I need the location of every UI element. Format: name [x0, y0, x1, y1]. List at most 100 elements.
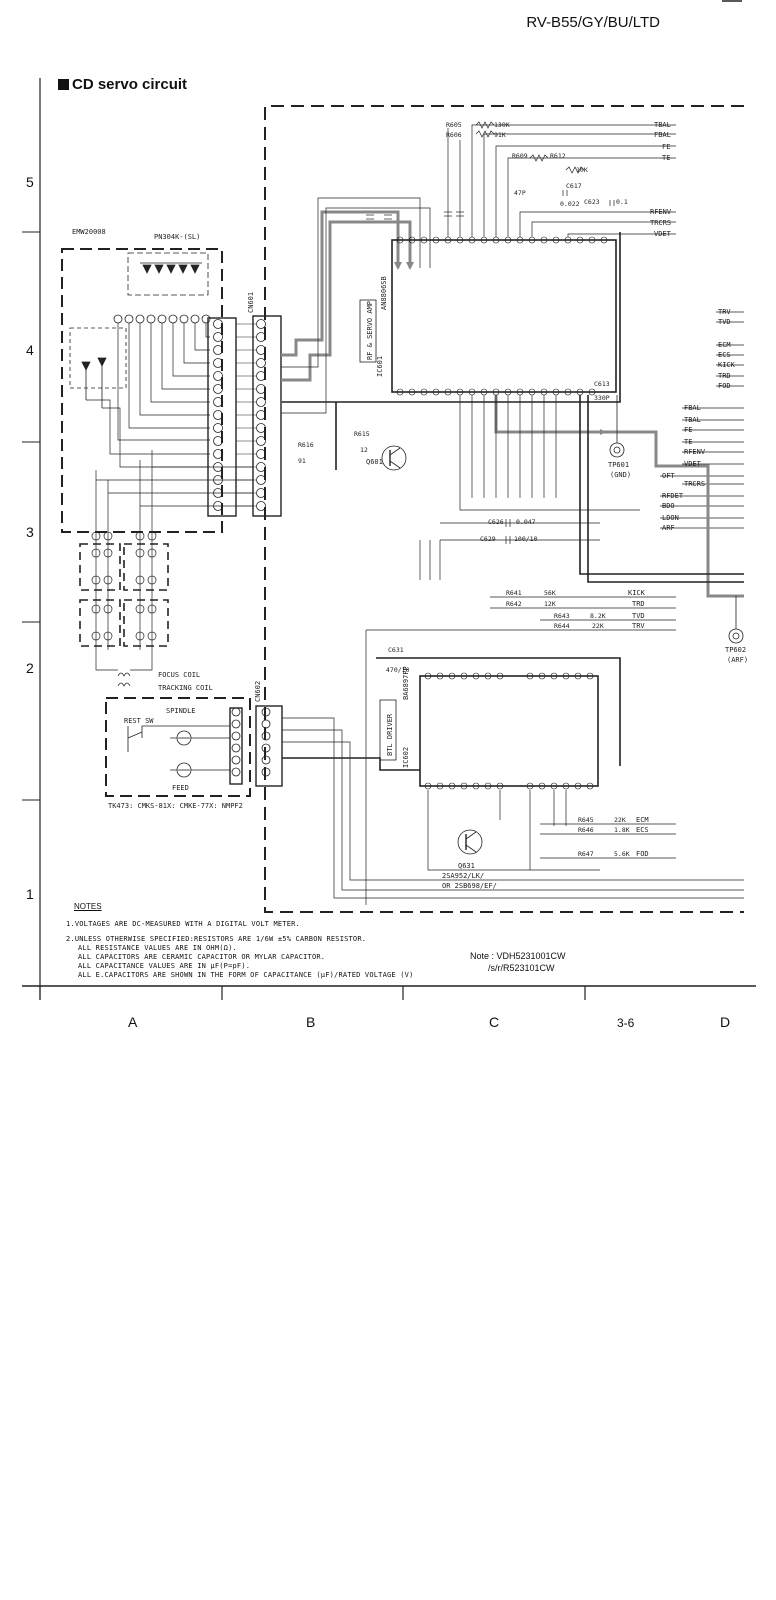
q631 — [457, 829, 483, 855]
row-number-3: 3 — [26, 524, 34, 540]
section-title-text: CD servo circuit — [72, 76, 188, 93]
sig-fbal-top: FBAL — [654, 131, 671, 139]
filter-box-1 — [79, 543, 121, 591]
cn602-pins — [261, 707, 271, 777]
focus-coil-label: FOCUS COIL — [158, 671, 200, 679]
row-number-4: 4 — [26, 342, 34, 358]
ic602-name: IC602 — [402, 747, 410, 768]
r615-label: R615 — [354, 430, 370, 438]
sig-fod: FOD — [718, 382, 731, 390]
column-b: B — [306, 1014, 316, 1030]
pickup-connector — [207, 317, 237, 517]
spindle-label: SPINDLE — [166, 707, 196, 715]
c629-label: C629 — [480, 535, 496, 543]
q631-part-1: 2SA952/LK/ — [442, 872, 484, 880]
r609-label: R609 — [512, 152, 528, 160]
note-line-5: ALL CAPACITANCE VALUES ARE IN μF(P=pF). — [78, 962, 251, 970]
cn602-label: CN602 — [254, 681, 262, 702]
column-a: A — [128, 1014, 138, 1030]
feed-motor-line — [282, 757, 420, 771]
pd-array-pins — [113, 314, 211, 324]
sig-trcrs-top: TRCRS — [650, 219, 671, 227]
part-note-line-1: Note : VDH5231001CW — [470, 951, 566, 961]
sig-tbal-top: TBAL — [654, 121, 671, 129]
notes-heading: NOTES — [74, 902, 102, 911]
sig-te: TE — [684, 438, 692, 446]
cn602-connector — [255, 705, 283, 787]
sig-tvd: TVD — [718, 318, 731, 326]
note-line-2: 2.UNLESS OTHERWISE SPECIFIED:RESISTORS A… — [66, 935, 367, 943]
row-number-1: 1 — [26, 886, 34, 902]
page-number: 3-6 — [617, 1016, 635, 1030]
tracking-coil-label: TRACKING COIL — [158, 684, 213, 692]
ground-rail — [282, 232, 744, 575]
ic602-function-box — [379, 699, 397, 761]
r616-value: 91 — [298, 457, 306, 465]
cn601-label: CN601 — [247, 292, 255, 313]
r605-label: R605 — [446, 121, 462, 129]
sig-ldon: LDON — [662, 514, 679, 522]
ic601-func: RF & SERVO AMP — [366, 301, 374, 360]
vcc-rail — [587, 395, 744, 583]
pickup-block-label: EMW20008 — [72, 228, 106, 236]
sig-fbal: FBAL — [684, 404, 701, 412]
sig-rfdet: RFDET — [662, 492, 684, 500]
sig-trcrs: TRCRS — [684, 480, 705, 488]
c617-label: C617 — [566, 182, 582, 190]
pickup-block — [61, 248, 223, 533]
c617-value: 0.022 — [560, 200, 580, 208]
c626-value: 0.047 — [516, 518, 536, 526]
signal-path-bd — [281, 220, 412, 382]
tp602 — [728, 596, 744, 644]
tp602-sub: (ARF) — [727, 656, 748, 664]
r605-value: 130K — [494, 121, 510, 129]
r647-label: R647 — [578, 850, 594, 858]
r645-value: 22K — [614, 816, 626, 824]
filter-beads — [91, 450, 253, 650]
c631-label: C631 — [388, 646, 404, 654]
sig-fod-low: FOD — [636, 850, 649, 858]
ic601-function-box — [359, 299, 377, 363]
c620-value: 47P — [514, 189, 526, 197]
ic601-bottom-components — [419, 395, 640, 580]
sig-trv: TRV — [718, 308, 731, 316]
tp601-label: TP601 — [608, 461, 629, 469]
c631-value: 470/10 — [386, 666, 410, 674]
r642-label: R642 — [506, 600, 522, 608]
ic601-name: IC601 — [376, 356, 384, 377]
column-c: C — [489, 1014, 500, 1030]
sig-rfenv-top: RFENV — [650, 208, 672, 216]
sig-bdo: BDO — [662, 502, 675, 510]
pickup-wires — [86, 323, 210, 468]
r646-value: 1.8K — [614, 826, 630, 834]
filter-box-2 — [123, 543, 169, 591]
pickup-sub-label: PN304K-(SL) — [154, 233, 200, 241]
sig-vdet-top: VDET — [654, 230, 672, 238]
sig-kick: KICK — [718, 361, 736, 369]
sig-trv-low: TRV — [632, 622, 645, 630]
title-bullet-icon — [58, 79, 69, 90]
section-title: CD servo circuit — [58, 76, 187, 93]
c626-label: C626 — [488, 518, 504, 526]
filter-box-4 — [123, 599, 169, 647]
sig-vdet: VDET — [684, 460, 702, 468]
q601 — [381, 445, 407, 471]
r642-value: 12K — [544, 600, 556, 608]
sig-tbal: TBAL — [684, 416, 701, 424]
ic601-bottom-pins — [396, 388, 596, 396]
mech-model-label: TK473: CMKS-81X: CMKE-77X: NMPF2 — [108, 802, 243, 810]
row-ticks — [22, 231, 40, 801]
power-rail-ic602 — [376, 657, 621, 766]
laser-diode-box — [69, 327, 127, 389]
rest-sw-label: REST SW — [124, 717, 154, 725]
lower-signal-lines — [365, 596, 676, 905]
cn601-connector — [252, 315, 282, 517]
motor-block — [105, 697, 251, 797]
tp602-label: TP602 — [725, 646, 746, 654]
note-line-6: ALL E.CAPACITORS ARE SHOWN IN THE FORM O… — [78, 971, 414, 979]
sig-fe-top: FE — [662, 143, 670, 151]
c613-value: 330P — [594, 394, 610, 402]
c623-label: C623 — [584, 198, 600, 206]
r644-label: R644 — [554, 622, 570, 630]
sig-te-top: TE — [662, 154, 670, 162]
